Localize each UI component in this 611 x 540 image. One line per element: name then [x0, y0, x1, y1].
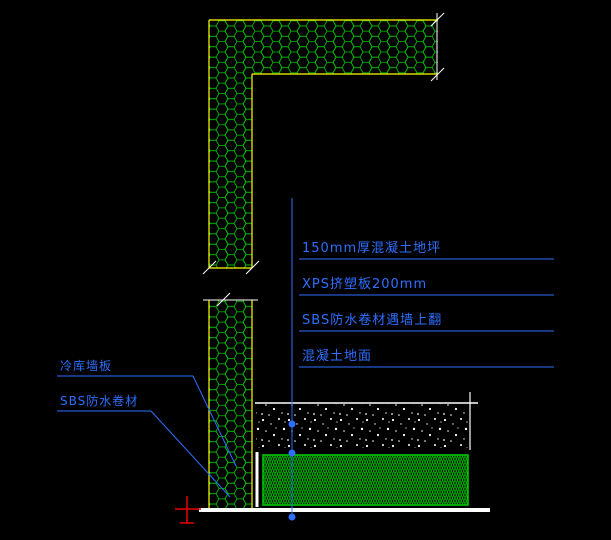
annotation-xps-label: XPS挤塑板200mm [302, 277, 428, 292]
annotation-sbs-upturn-label: SBS防水卷材遇墙上翻 [302, 313, 443, 328]
grip-point[interactable] [288, 449, 296, 457]
lower-wall-section [203, 292, 258, 508]
upper-wall-section [202, 12, 445, 275]
grip-point[interactable] [288, 513, 296, 521]
lower-wall-outline [208, 300, 253, 508]
concrete-slab [255, 392, 478, 450]
grip-point[interactable] [288, 420, 296, 428]
annotation-wall-panel-label: 冷库墙板 [60, 359, 113, 373]
grip-points [288, 420, 296, 521]
break-marks-lower [203, 292, 258, 307]
upper-wall-outline [208, 19, 438, 269]
concrete-stipple-hatch [256, 404, 469, 448]
break-marks-upper [202, 12, 445, 275]
annotation-lines [57, 198, 554, 517]
lower-wall-hex-hatch [209, 300, 252, 508]
upper-wall-hex-hatch [209, 20, 438, 268]
leader-sbs-membrane [150, 410, 231, 498]
leader-wall-panel [192, 375, 237, 467]
red-section-marker [175, 496, 201, 524]
xps-board [255, 452, 469, 507]
xps-weave-hatch [262, 454, 469, 506]
annotation-concrete-slab-label: 150mm厚混凝土地坪 [302, 241, 442, 256]
annotation-sbs-membrane-label: SBS防水卷材 [60, 394, 139, 408]
ground-base-line [199, 508, 490, 512]
annotation-concrete-floor-label: 混凝土地面 [302, 349, 373, 364]
